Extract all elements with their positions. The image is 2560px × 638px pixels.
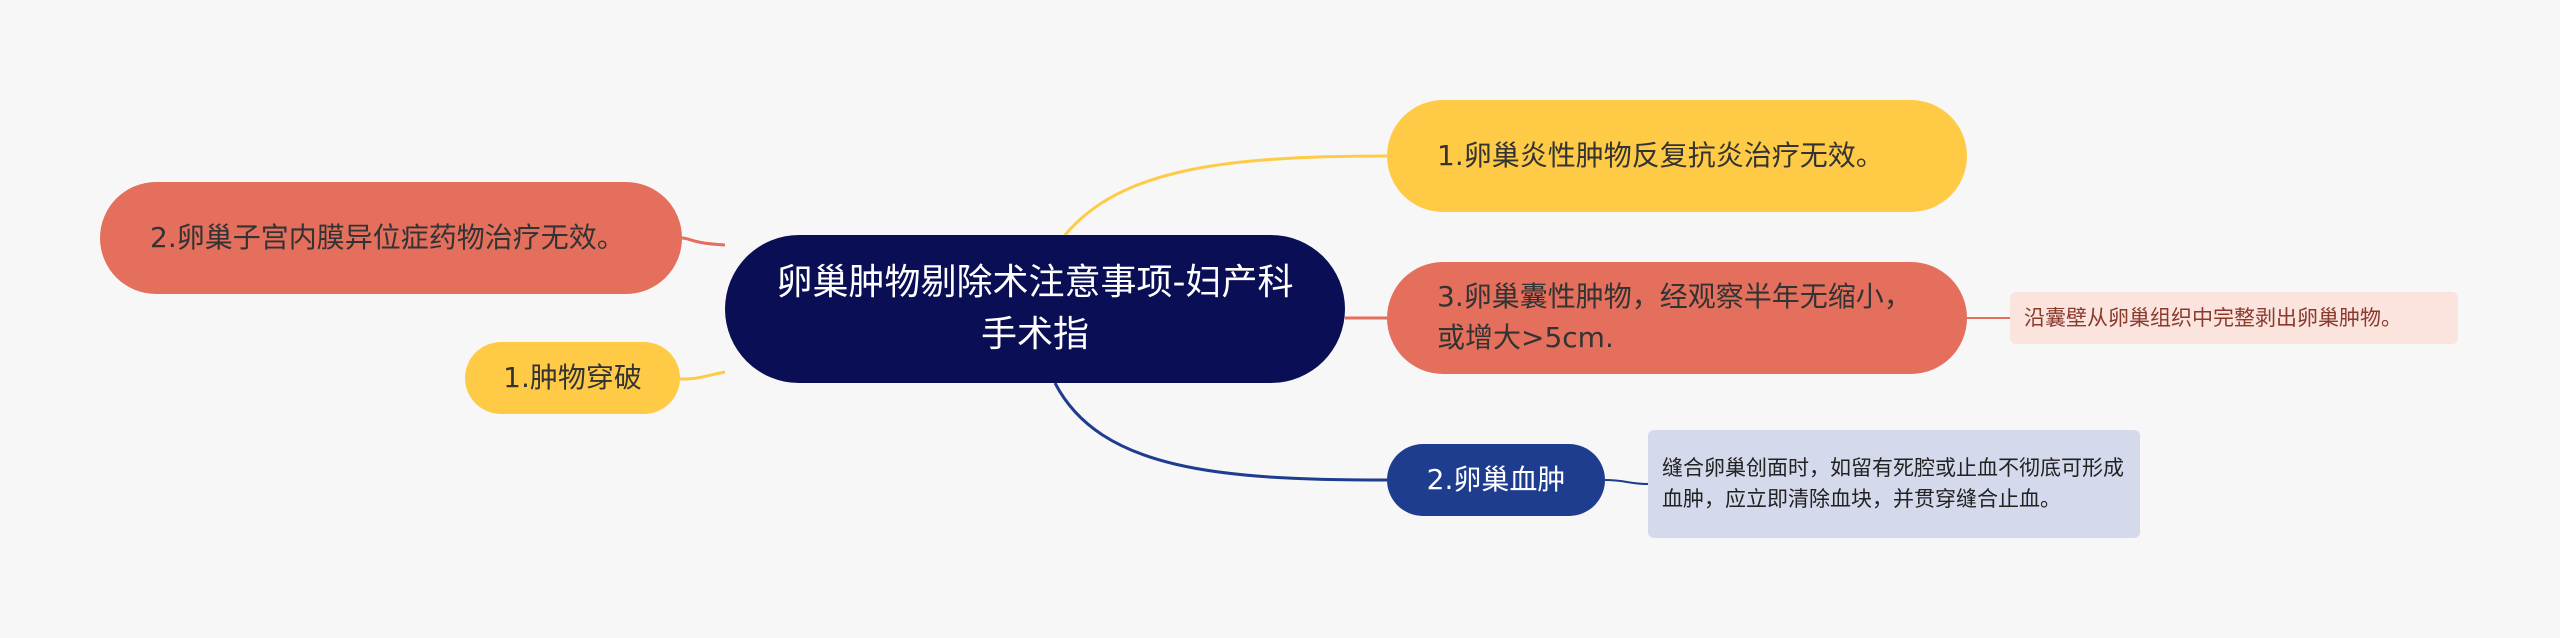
connector-right-1 (1063, 154, 1388, 236)
topic-cystic-mass[interactable]: 3.卵巢囊性肿物，经观察半年无缩小，或增大>5cm. (1387, 262, 1967, 374)
topic-inflammatory-mass[interactable]: 1.卵巢炎性肿物反复抗炎治疗无效。 (1387, 100, 1967, 212)
topic-endometriosis-label: 2.卵巢子宫内膜异位症药物治疗无效。 (150, 220, 625, 254)
connector-left-1 (681, 236, 726, 247)
note-hematoma-handling[interactable]: 缝合卵巢创面时，如留有死腔或止血不彻底可形成血肿，应立即清除血块，并贯穿缝合止血… (1648, 430, 2140, 538)
topic-ovarian-hematoma-label: 2.卵巢血肿 (1426, 462, 1566, 496)
topic-inflammatory-mass-label: 1.卵巢炎性肿物反复抗炎治疗无效。 (1437, 138, 1884, 172)
connector-left-2 (679, 370, 726, 381)
note-hematoma-handling-label: 缝合卵巢创面时，如留有死腔或止血不彻底可形成血肿，应立即清除血块，并贯穿缝合止血… (1662, 455, 2124, 512)
root-topic-node[interactable]: 卵巢肿物剔除术注意事项-妇产科手术指 (725, 235, 1345, 383)
topic-ovarian-hematoma[interactable]: 2.卵巢血肿 (1387, 444, 1605, 516)
topic-endometriosis[interactable]: 2.卵巢子宫内膜异位症药物治疗无效。 (100, 182, 682, 294)
note-cyst-removal-label: 沿囊壁从卵巢组织中完整剥出卵巢肿物。 (2024, 305, 2402, 330)
root-topic-label: 卵巢肿物剔除术注意事项-妇产科手术指 (776, 261, 1294, 355)
topic-tumor-rupture-label: 1.肿物穿破 (503, 360, 642, 394)
note-cyst-removal[interactable]: 沿囊壁从卵巢组织中完整剥出卵巢肿物。 (2010, 292, 2458, 344)
connector-leaf-blue (1604, 479, 1649, 485)
connector-right-3 (1053, 382, 1388, 482)
topic-tumor-rupture[interactable]: 1.肿物穿破 (465, 342, 680, 414)
topic-cystic-mass-label: 3.卵巢囊性肿物，经观察半年无缩小，或增大>5cm. (1437, 280, 1912, 354)
